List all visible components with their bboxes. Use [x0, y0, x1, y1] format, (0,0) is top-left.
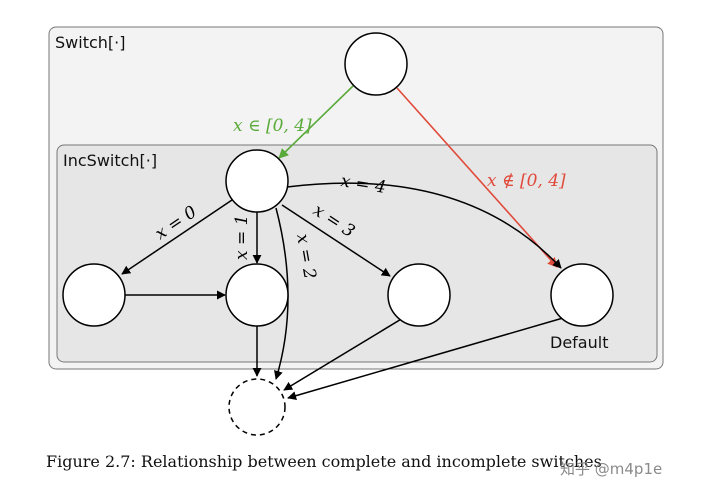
label-x1: x = 1 [232, 215, 252, 260]
case-node-2 [225, 263, 289, 327]
edge-in-range [278, 85, 354, 159]
edge-x3 [281, 204, 391, 277]
switch-box-title: Switch[·] [55, 33, 125, 52]
edge-x4 [286, 182, 562, 269]
label-out-of-range: x ∉ [0, 4] [487, 171, 566, 191]
label-in-range: x ∈ [0, 4] [233, 116, 312, 136]
edge-out-of-range [396, 87, 558, 268]
default-label: Default [550, 333, 608, 352]
incswitch-box-title: IncSwitch[·] [63, 151, 157, 170]
exit-node [228, 378, 286, 436]
watermark: 知乎 @m4p1e [560, 460, 663, 478]
figure-caption: Figure 2.7: Relationship between complet… [46, 452, 602, 471]
edge-node3-exit [283, 317, 404, 391]
case-node-3 [387, 263, 451, 327]
default-node [550, 263, 614, 327]
case-node-1 [62, 263, 126, 327]
edge-default-exit [287, 317, 564, 401]
incswitch-node [225, 149, 289, 213]
switch-node [344, 32, 408, 96]
edge-x0 [121, 199, 233, 275]
